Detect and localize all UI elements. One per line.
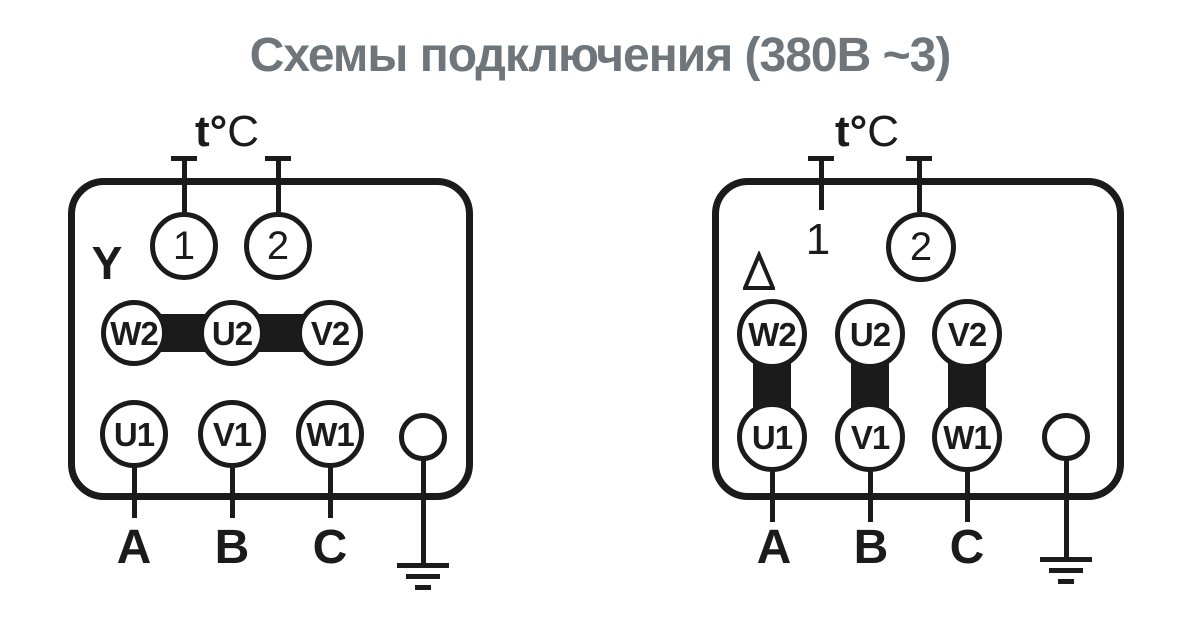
phase-lead-line [132,466,137,518]
thermal-sensor-label: t°C [824,110,910,154]
thermal-lead-line [276,158,281,212]
thermal-terminal-2: 2 [886,212,956,282]
terminal-u1: U1 [100,400,168,468]
phase-label-a: A [756,521,792,574]
thermal-lead-line [917,158,922,212]
terminal-u1-label: U1 [113,415,155,453]
ground-lead-line [421,459,426,565]
delta-triangle-icon [743,251,775,290]
page-title: Схемы подключения (380В ~3) [249,29,952,82]
terminal-v1-label: V1 [850,418,890,456]
phase-label-c: C [312,521,348,574]
phase-lead-line [965,470,970,522]
terminal-w2-label: W2 [748,315,796,353]
ground-bar [1049,568,1083,573]
ground-bar [1058,579,1074,584]
thermal-sensor-label-bold: t° [834,107,868,156]
earth-ground-icon [395,459,451,591]
terminal-u2: U2 [199,300,265,366]
phase-lead-line [230,466,235,518]
ground-bar [397,563,449,568]
terminal-v1: V1 [198,400,266,468]
terminal-w1-label: W1 [943,418,991,456]
thermal-terminal-2-label: 2 [909,225,933,269]
terminal-u2-label: U2 [211,314,253,352]
terminal-v2: V2 [932,299,1002,369]
thermal-terminal-1-label: 1 [805,215,831,264]
terminal-w2: W2 [737,299,807,369]
terminal-u1-label: U1 [751,418,793,456]
earth-terminal-circle [1042,413,1090,461]
thermal-terminal-2-label: 2 [266,224,290,268]
terminal-w1: W1 [932,402,1002,472]
phase-label-b: B [853,521,889,574]
terminal-u2: U2 [835,299,905,369]
terminal-w1-label: W1 [306,415,354,453]
star-y-symbol: Y [91,237,123,289]
thermal-terminal-1-label: 1 [172,224,196,268]
terminal-box-outline [68,178,473,500]
terminal-w1: W1 [296,400,364,468]
thermal-terminal-2: 2 [244,212,312,280]
ground-bar [1040,557,1092,562]
phase-lead-line [770,470,775,522]
terminal-v1-label: V1 [212,415,252,453]
terminal-box-outline [712,178,1124,500]
ground-bar [406,574,440,579]
ground-bar [415,585,431,590]
earth-terminal-circle [399,413,447,461]
ground-lead-line [1064,459,1069,559]
thermal-sensor-label-bold: t° [194,107,228,156]
phase-label-a: A [116,521,152,574]
earth-ground-icon [1038,459,1094,585]
phase-label-b: B [214,521,250,574]
terminal-v2-label: V2 [947,315,987,353]
terminal-v2: V2 [297,300,363,366]
phase-label-c: C [949,521,985,574]
thermal-terminal-1: 1 [150,212,218,280]
phase-lead-line [328,466,333,518]
terminal-u1: U1 [737,402,807,472]
thermal-sensor-label-unit: C [227,107,260,156]
phase-lead-line [868,470,873,522]
thermal-sensor-label: t°C [184,110,270,154]
thermal-sensor-label-unit: C [867,107,900,156]
terminal-v2-label: V2 [310,314,350,352]
thermal-lead-line [182,158,187,212]
terminal-v1: V1 [835,402,905,472]
terminal-w2-label: W2 [110,314,158,352]
terminal-u2-label: U2 [849,315,891,353]
terminal-w2: W2 [101,300,167,366]
